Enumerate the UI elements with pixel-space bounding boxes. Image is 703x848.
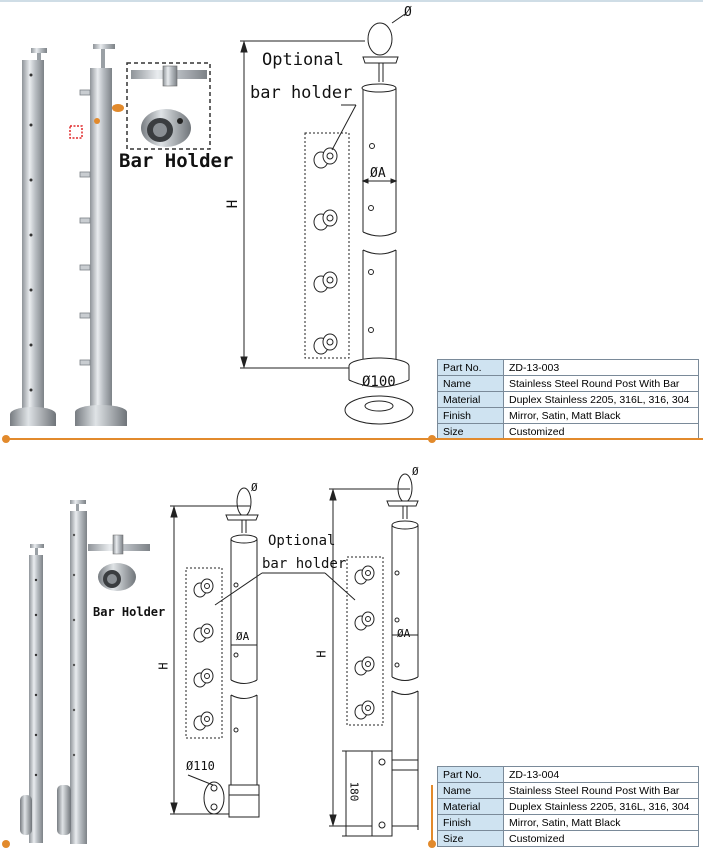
technical-drawing-1: [240, 13, 414, 425]
divider-dot-left: [2, 840, 10, 848]
spec-value: ZD-13-003: [503, 359, 699, 376]
optional-label-line2: bar holder: [262, 556, 347, 572]
spec-value: Duplex Stainless 2205, 316L, 316, 304: [503, 798, 699, 815]
dim-diameter-top-right: Ø: [412, 465, 419, 478]
dim-bore: ØA: [370, 166, 386, 181]
post-photo-side-mount-holders: [57, 500, 87, 844]
dim-base-left: Ø110: [186, 759, 215, 773]
spec-key: Part No.: [437, 359, 504, 376]
product-section-2: Bar Holder Ø Ø Optional bar holder H H Ø…: [0, 455, 703, 848]
spec-value: Stainless Steel Round Post With Bar: [503, 782, 699, 799]
bar-holder-detail-small: [88, 534, 150, 591]
dim-height-right: H: [314, 650, 329, 658]
bar-holder-label: Bar Holder: [119, 150, 234, 172]
technical-drawing-2-right: [329, 473, 419, 837]
bar-holder-detail: [126, 62, 211, 150]
spec-value: Mirror, Satin, Matt Black: [503, 407, 699, 424]
product-section-1: Bar Holder Ø Optional bar holder H ØA Ø1…: [2, 5, 703, 443]
spec-key: Name: [437, 782, 504, 799]
spec-key: Material: [437, 391, 504, 408]
spec-value: Stainless Steel Round Post With Bar: [503, 375, 699, 392]
spec-key: Part No.: [437, 766, 504, 783]
spec-key: Name: [437, 375, 504, 392]
spec-value: ZD-13-004: [503, 766, 699, 783]
spec-value: Duplex Stainless 2205, 316L, 316, 304: [503, 391, 699, 408]
dim-bore-left: ØA: [236, 630, 250, 643]
spec-key: Material: [437, 798, 504, 815]
section-divider-1: [6, 438, 703, 440]
post-photo-with-holders: [69, 44, 127, 426]
spec-value: Mirror, Satin, Matt Black: [503, 814, 699, 831]
spec-key: Finish: [437, 407, 504, 424]
optional-label-line2: bar holder: [250, 83, 353, 103]
post-photo-side-mount-plain: [20, 544, 44, 843]
dim-diameter-top-left: Ø: [251, 481, 258, 494]
divider-dot-right: [428, 435, 436, 443]
dim-bracket: 180: [347, 781, 361, 802]
spec-key: Size: [437, 830, 504, 847]
dim-base: Ø100: [362, 374, 396, 390]
divider-dot-right: [428, 840, 436, 848]
technical-drawing-2-left: [170, 487, 356, 818]
dim-bore-right: ØA: [397, 627, 411, 640]
spec-value: Customized: [503, 830, 699, 847]
spec-key: Finish: [437, 814, 504, 831]
dim-height: H: [225, 199, 242, 209]
bar-holder-label-small: Bar Holder: [93, 605, 166, 619]
post-photo-plain: [10, 48, 56, 426]
top-border: [0, 0, 703, 2]
optional-label-line1: Optional: [262, 50, 344, 70]
product-illustration-2: [20, 473, 419, 844]
product-illustration-1: [10, 13, 414, 426]
dim-height-left: H: [156, 662, 171, 670]
optional-label-line1: Optional: [268, 533, 336, 549]
table-row: Part No.ZD-13-004: [437, 766, 699, 783]
table-row: Part No.ZD-13-003: [437, 359, 699, 376]
dim-diameter-top: Ø: [404, 5, 412, 20]
table-side-line: [431, 785, 433, 845]
